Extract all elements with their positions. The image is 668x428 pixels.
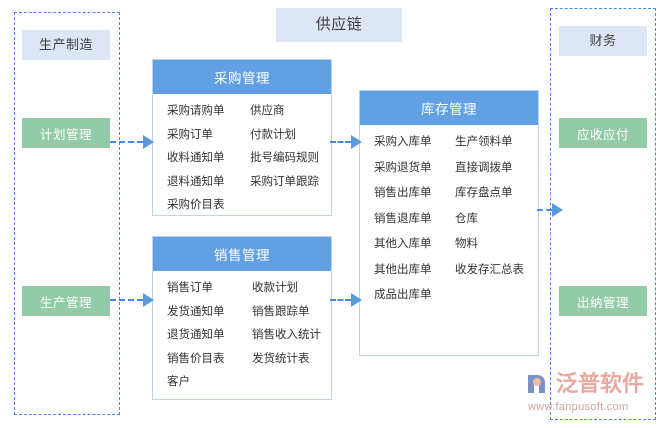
list-item[interactable]: 采购入库单	[374, 136, 432, 148]
module-chip-production-management[interactable]: 生产管理	[22, 286, 110, 316]
arrow-head-icon	[143, 293, 154, 307]
zone-label-manufacturing: 生产制造	[22, 30, 110, 60]
list-item[interactable]: 销售价目表	[167, 352, 225, 365]
list-item[interactable]: 其他入库单	[374, 238, 432, 250]
list-item[interactable]: 库存盘点单	[455, 187, 513, 199]
list-item[interactable]: 销售退库单	[374, 212, 432, 225]
arrow-shaft	[330, 141, 351, 143]
list-item[interactable]: 销售跟踪单	[252, 305, 310, 318]
list-item[interactable]: 销售订单	[167, 282, 213, 294]
arrow-shaft	[330, 299, 351, 301]
arrow-head-icon	[552, 203, 563, 217]
zone-manufacturing	[14, 12, 120, 415]
list-item[interactable]: 销售收入统计	[252, 329, 321, 341]
arrow-sales-to-stock	[330, 293, 362, 307]
list-item[interactable]: 其他出库单	[374, 263, 432, 276]
list-item[interactable]: 收料通知单	[167, 152, 225, 164]
arrow-stock-to-finance	[537, 203, 563, 217]
arrow-head-icon	[143, 135, 154, 149]
list-item[interactable]: 退料通知单	[167, 175, 225, 188]
list-item[interactable]: 采购订单跟踪	[250, 175, 319, 188]
list-item[interactable]: 收发存汇总表	[455, 263, 524, 276]
list-item[interactable]: 物料	[455, 238, 478, 250]
list-item-empty	[449, 290, 538, 302]
list-item[interactable]: 供应商	[250, 105, 285, 117]
arrow-shaft	[537, 209, 552, 211]
panel-title-stock-management: 库存管理	[360, 91, 538, 125]
panel-items-sales-management: 销售订单 收款计划 发货通知单 销售跟踪单 退货通知单 销售收入统计 销售价目表…	[153, 271, 331, 397]
list-item[interactable]: 仓库	[455, 212, 478, 225]
list-item[interactable]: 采购订单	[167, 128, 213, 141]
arrow-production-to-sales	[110, 293, 154, 307]
list-item[interactable]: 付款计划	[250, 128, 296, 141]
panel-title-sales-management: 销售管理	[153, 237, 331, 271]
list-item[interactable]: 客户	[167, 376, 190, 388]
list-item-empty	[242, 200, 331, 212]
list-item[interactable]: 发货统计表	[252, 352, 310, 365]
arrow-head-icon	[351, 135, 362, 149]
diagram-title: 供应链	[276, 8, 402, 42]
panel-title-purchase-management: 采购管理	[153, 60, 331, 94]
list-item[interactable]: 发货通知单	[167, 305, 225, 318]
zone-finance	[550, 8, 656, 420]
panel-items-stock-management: 采购入库单 生产领料单 采购退货单 直接调拨单 销售出库单 库存盘点单 销售退库…	[360, 125, 538, 310]
arrow-shaft	[110, 299, 143, 301]
list-item[interactable]: 直接调拨单	[455, 161, 513, 174]
module-chip-cashier-management[interactable]: 出纳管理	[559, 286, 647, 316]
list-item[interactable]: 采购价目表	[167, 199, 225, 211]
list-item[interactable]: 采购请购单	[167, 105, 225, 117]
arrow-purchase-to-stock	[330, 135, 362, 149]
panel-sales-management: 销售管理 销售订单 收款计划 发货通知单 销售跟踪单 退货通知单 销售收入统计 …	[152, 236, 332, 400]
list-item[interactable]: 销售出库单	[374, 187, 432, 199]
list-item[interactable]: 生产领料单	[455, 136, 513, 148]
list-item[interactable]: 采购退货单	[374, 161, 432, 174]
list-item[interactable]: 成品出库单	[374, 289, 432, 301]
module-chip-plan-management[interactable]: 计划管理	[22, 118, 110, 148]
panel-items-purchase-management: 采购请购单 供应商 采购订单 付款计划 收料通知单 批号编码规则 退料通知单 采…	[153, 94, 331, 220]
panel-stock-management: 库存管理 采购入库单 生产领料单 采购退货单 直接调拨单 销售出库单 库存盘点单…	[359, 90, 539, 356]
zone-label-finance: 财务	[559, 26, 647, 56]
module-chip-receivable-payable[interactable]: 应收应付	[559, 118, 647, 148]
list-item[interactable]: 批号编码规则	[250, 152, 319, 164]
panel-purchase-management: 采购管理 采购请购单 供应商 采购订单 付款计划 收料通知单 批号编码规则 退料…	[152, 59, 332, 216]
list-item[interactable]: 退货通知单	[167, 329, 225, 341]
arrow-plan-to-purchase	[110, 135, 154, 149]
arrow-shaft	[110, 141, 143, 143]
list-item[interactable]: 收款计划	[252, 282, 298, 294]
arrow-head-icon	[351, 293, 362, 307]
list-item-empty	[242, 377, 331, 389]
